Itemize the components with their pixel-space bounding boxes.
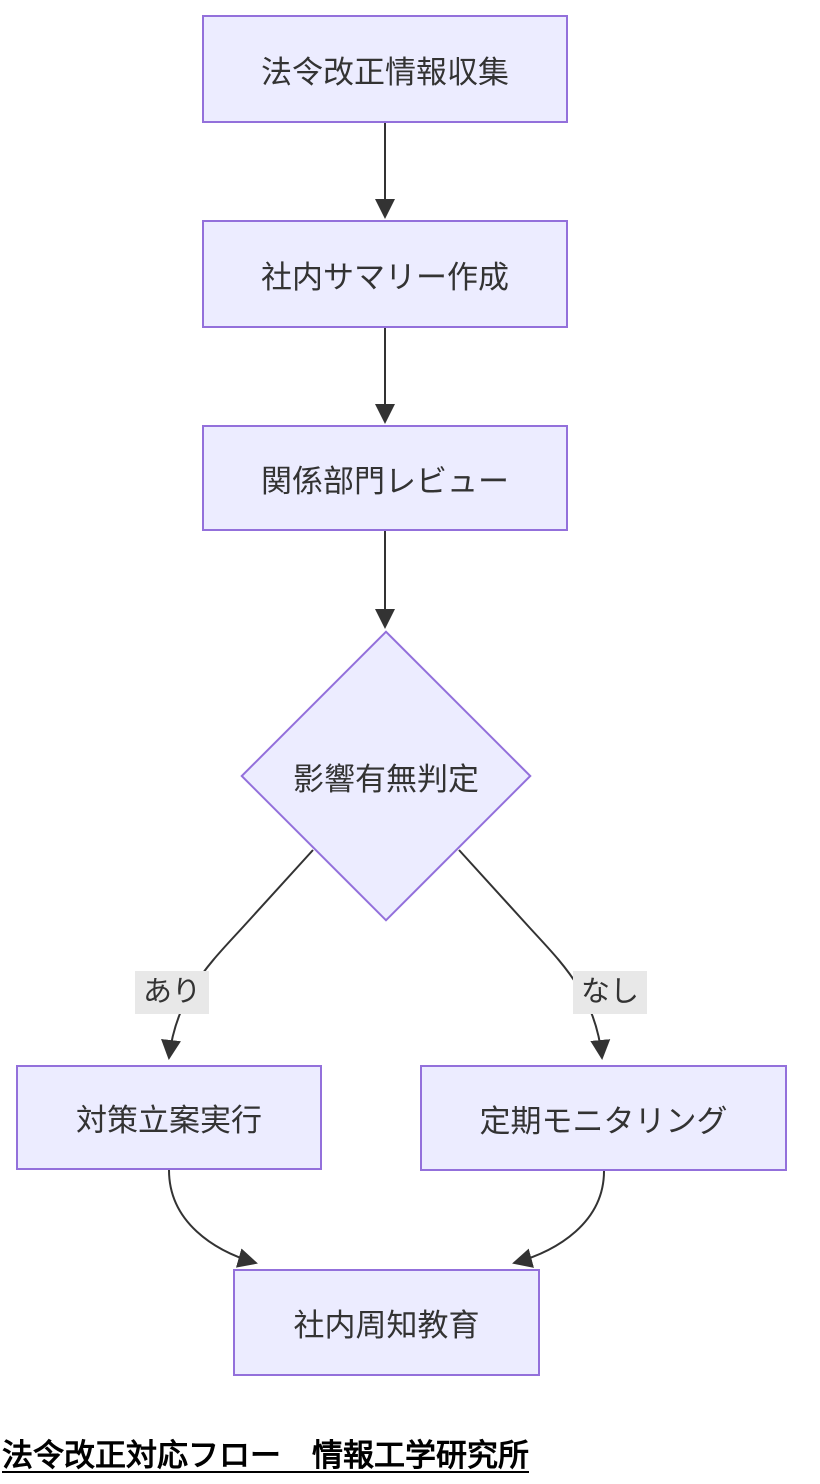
edge-label-yes-text: あり [143, 976, 202, 1008]
node-decision-label: 影響有無判定 [293, 761, 479, 797]
node-review-label: 関係部門レビュー [261, 463, 509, 499]
node-monitoring-label: 定期モニタリング [479, 1103, 728, 1139]
edge-action-to-education [168, 1169, 258, 1268]
edge-decision-to-monitoring [458, 849, 611, 1060]
node-collect-label: 法令改正情報収集 [261, 54, 509, 90]
node-action-label: 対策立案実行 [76, 1103, 262, 1138]
node-education: 社内周知教育 [233, 1269, 540, 1376]
node-education-label: 社内周知教育 [293, 1308, 480, 1343]
diagram-caption: 法令改正対応フロー 情報工学研究所 [2, 1438, 529, 1473]
edge-label-no: なし [573, 971, 648, 1014]
node-review: 関係部門レビュー [202, 425, 568, 531]
node-action: 対策立案実行 [16, 1065, 322, 1170]
node-summary: 社内サマリー作成 [202, 220, 568, 328]
edge-label-no-text: なし [581, 976, 640, 1008]
node-collect: 法令改正情報収集 [202, 15, 568, 123]
edge-label-yes: あり [135, 971, 210, 1014]
node-monitoring: 定期モニタリング [420, 1065, 787, 1171]
edge-monitoring-to-education [512, 1170, 605, 1268]
node-summary-label: 社内サマリー作成 [261, 259, 509, 295]
edge-decision-to-action [161, 849, 314, 1060]
node-decision: 影響有無判定 [261, 748, 511, 804]
